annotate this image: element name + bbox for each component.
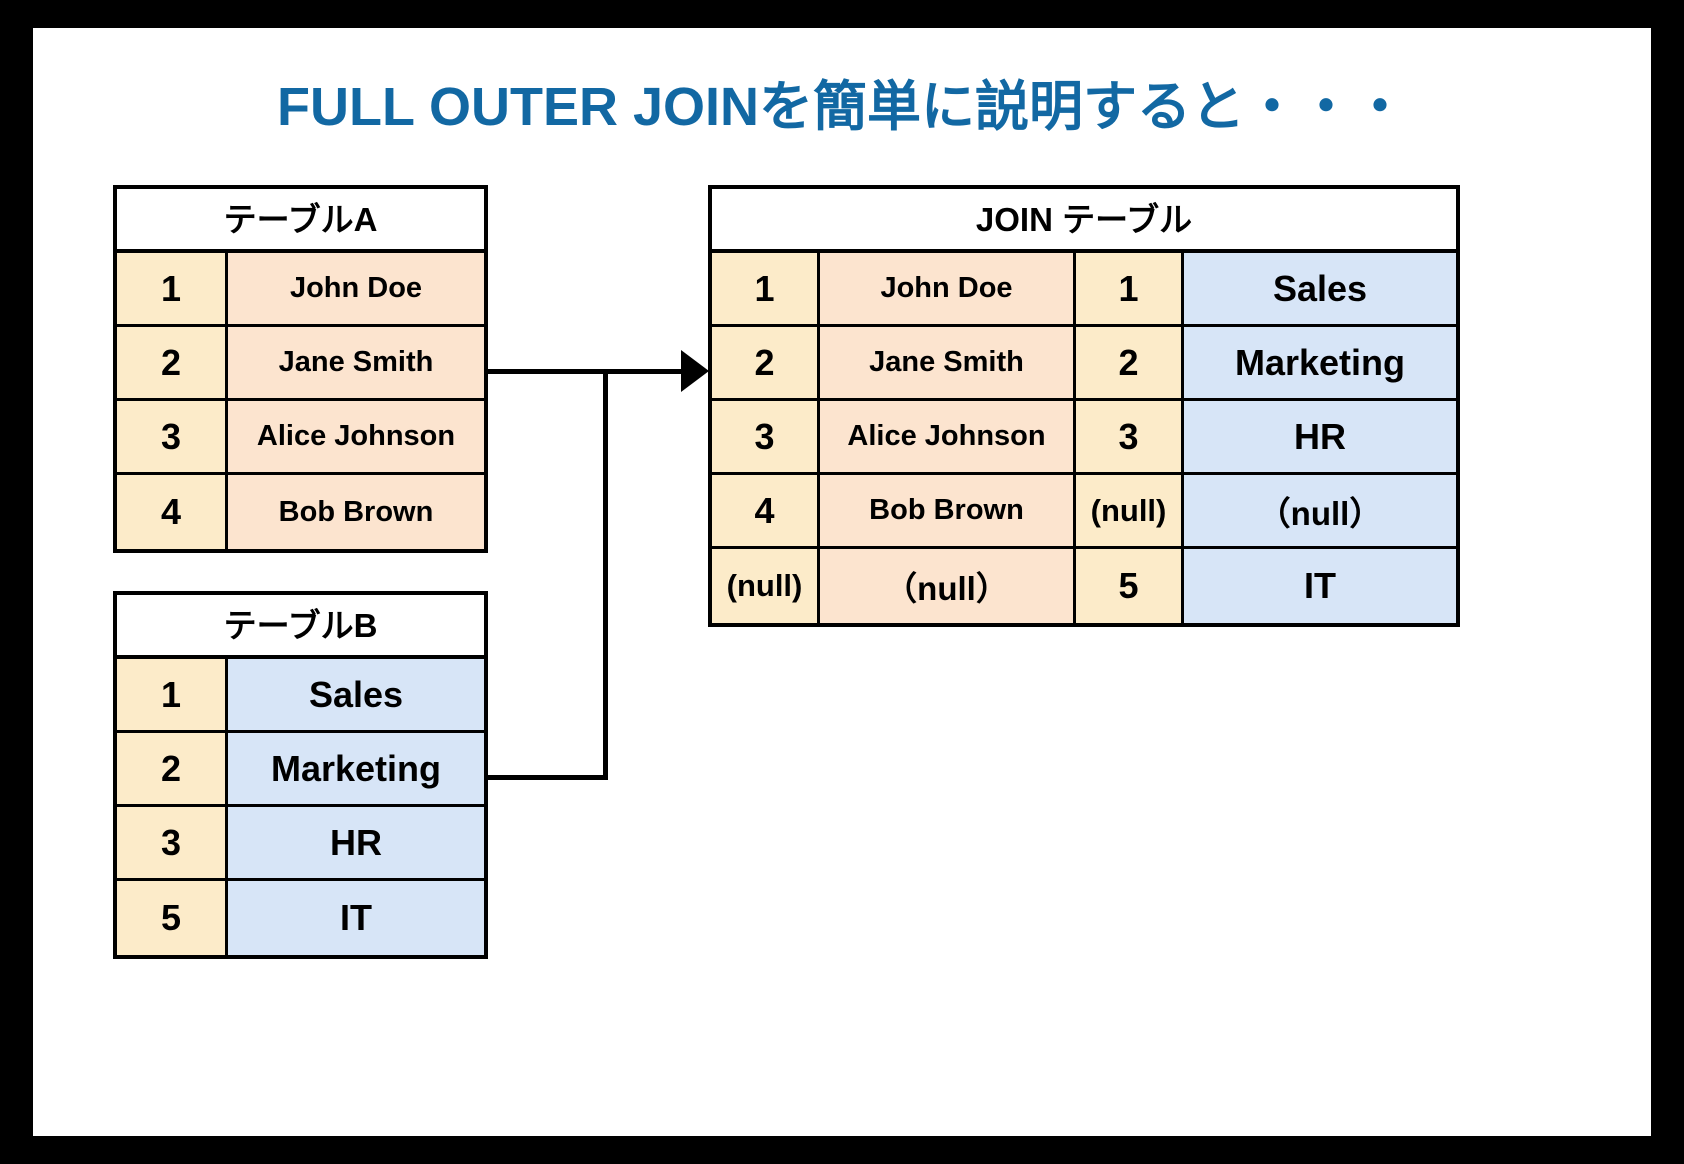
table-b: テーブルB 1 Sales 2 Marketing 3 HR 5 IT (113, 591, 488, 959)
table-a-caption: テーブルA (117, 189, 484, 253)
table-row: (null) （null） 5 IT (712, 549, 1456, 623)
table-row: 2 Jane Smith (117, 327, 484, 401)
join-cell-b-dept: （null） (1184, 475, 1456, 549)
join-cell-a-id: 1 (712, 253, 820, 327)
table-join-caption: JOIN テーブル (712, 189, 1456, 253)
table-a-cell-id: 2 (117, 327, 228, 401)
join-cell-a-id: 4 (712, 475, 820, 549)
table-a: テーブルA 1 John Doe 2 Jane Smith 3 Alice Jo… (113, 185, 488, 553)
table-a-cell-id: 1 (117, 253, 228, 327)
connector-line-vertical (603, 369, 608, 780)
table-b-caption: テーブルB (117, 595, 484, 659)
table-b-cell-id: 5 (117, 881, 228, 955)
table-join: JOIN テーブル 1 John Doe 1 Sales 2 Jane Smit… (708, 185, 1460, 627)
join-cell-b-id: 3 (1076, 401, 1184, 475)
table-b-cell-dept: Marketing (228, 733, 484, 807)
table-a-cell-name: John Doe (228, 253, 484, 327)
table-a-cell-id: 4 (117, 475, 228, 549)
page-title: FULL OUTER JOINを簡単に説明すると・・・ (276, 77, 1408, 137)
join-cell-b-dept: Marketing (1184, 327, 1456, 401)
table-b-cell-dept: HR (228, 807, 484, 881)
join-cell-a-name: Bob Brown (820, 475, 1076, 549)
join-cell-a-id: 2 (712, 327, 820, 401)
connector-line-from-table-b (488, 775, 608, 780)
table-b-cell-id: 2 (117, 733, 228, 807)
table-row: 5 IT (117, 881, 484, 955)
connector-line-to-join (603, 369, 701, 374)
table-b-cell-id: 1 (117, 659, 228, 733)
table-b-cell-dept: IT (228, 881, 484, 955)
table-b-cell-dept: Sales (228, 659, 484, 733)
table-row: 1 John Doe (117, 253, 484, 327)
connector-line-from-table-a (488, 369, 608, 374)
join-cell-b-id: 2 (1076, 327, 1184, 401)
join-cell-a-name: John Doe (820, 253, 1076, 327)
table-b-cell-id: 3 (117, 807, 228, 881)
table-row: 1 Sales (117, 659, 484, 733)
table-a-cell-id: 3 (117, 401, 228, 475)
join-cell-a-name: （null） (820, 549, 1076, 623)
table-row: 3 Alice Johnson (117, 401, 484, 475)
table-a-cell-name: Bob Brown (228, 475, 484, 549)
join-cell-b-dept: IT (1184, 549, 1456, 623)
table-row: 3 Alice Johnson 3 HR (712, 401, 1456, 475)
table-a-cell-name: Jane Smith (228, 327, 484, 401)
table-row: 4 Bob Brown (null) （null） (712, 475, 1456, 549)
slide-canvas: FULL OUTER JOINを簡単に説明すると・・・ テーブルA 1 John… (33, 28, 1651, 1136)
table-row: 3 HR (117, 807, 484, 881)
table-row: 2 Marketing (117, 733, 484, 807)
join-cell-b-id: 1 (1076, 253, 1184, 327)
join-cell-b-dept: HR (1184, 401, 1456, 475)
table-row: 2 Jane Smith 2 Marketing (712, 327, 1456, 401)
join-cell-a-id: 3 (712, 401, 820, 475)
join-cell-b-id: 5 (1076, 549, 1184, 623)
join-cell-b-dept: Sales (1184, 253, 1456, 327)
join-cell-a-id: (null) (712, 549, 820, 623)
join-cell-b-id: (null) (1076, 475, 1184, 549)
table-row: 1 John Doe 1 Sales (712, 253, 1456, 327)
table-a-cell-name: Alice Johnson (228, 401, 484, 475)
table-row: 4 Bob Brown (117, 475, 484, 549)
arrow-right-icon (681, 350, 709, 392)
join-cell-a-name: Jane Smith (820, 327, 1076, 401)
join-cell-a-name: Alice Johnson (820, 401, 1076, 475)
